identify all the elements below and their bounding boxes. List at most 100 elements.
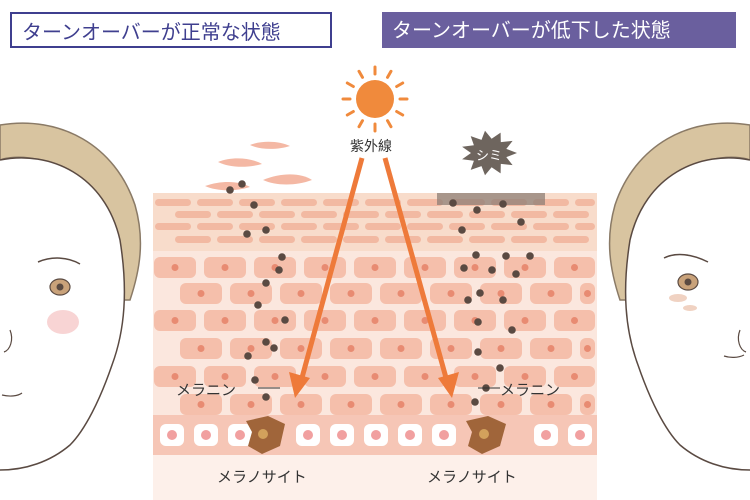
right-face-brow [663, 253, 709, 263]
melanocyte-left [246, 416, 285, 454]
title-normal-turnover: ターンオーバーが正常な状態 [10, 12, 332, 48]
basal-nucleus [541, 430, 551, 440]
cell-nucleus [571, 264, 578, 271]
left-face-brow [37, 257, 81, 265]
melanin-particle [458, 226, 466, 234]
basal-nucleus [235, 430, 245, 440]
cell-nucleus [247, 401, 255, 408]
corneum-cell [553, 211, 589, 218]
cell-nucleus [471, 264, 479, 271]
cell-nucleus [347, 345, 355, 352]
melanin-particle [270, 344, 278, 352]
corneum-cell [217, 211, 253, 218]
corneum-cell [407, 199, 443, 206]
corneum-cell [259, 211, 295, 218]
melanin-particle [474, 318, 482, 326]
cell-nucleus [547, 345, 555, 352]
cell-nucleus [471, 373, 479, 380]
corneum-cell [575, 223, 595, 230]
epidermis-cells [154, 257, 595, 415]
cell-nucleus [397, 401, 405, 408]
corneum-cell [217, 236, 253, 243]
cell-nucleus [497, 345, 505, 352]
sun-ray [345, 81, 355, 88]
sun-ray [386, 69, 393, 79]
cell-nucleus [571, 317, 578, 324]
cell-nucleus [221, 373, 229, 380]
corneum-cell [197, 223, 233, 230]
corneum-cell [449, 223, 485, 230]
cell-nucleus [271, 373, 279, 380]
corneum-cell [511, 211, 547, 218]
right-face-spot-2 [683, 305, 697, 311]
right-face [608, 122, 750, 471]
cell-nucleus [397, 290, 405, 297]
spot-starburst-icon [462, 130, 517, 176]
melanin-particle [502, 252, 510, 260]
left-face-nose [3, 329, 13, 353]
melanin-particle [449, 199, 457, 207]
melanin-particle [251, 376, 259, 384]
melanin-particle [281, 316, 289, 324]
corneum-cell [385, 236, 421, 243]
melanin-particle [275, 266, 283, 274]
cell-nucleus [197, 345, 205, 352]
basal-nucleus [201, 430, 211, 440]
cell-nucleus [171, 373, 179, 380]
label-uv: 紫外線 [350, 139, 392, 155]
cell-nucleus [197, 401, 205, 408]
cell-nucleus [221, 317, 229, 324]
melanin-particle [517, 218, 525, 226]
right-face-nose [737, 329, 747, 353]
corneum-cell [343, 236, 379, 243]
melanin-particle [474, 348, 482, 356]
melanin-particle [262, 338, 270, 346]
skin-section [153, 193, 597, 500]
cell-nucleus [271, 317, 279, 324]
cell-nucleus [447, 290, 455, 297]
dermis [153, 455, 597, 500]
left-face [0, 122, 142, 471]
corneum-cell [469, 236, 505, 243]
sun-ray [395, 81, 405, 88]
label-spot: シミ [476, 149, 503, 164]
cell-nucleus [347, 401, 355, 408]
cell-nucleus [371, 373, 379, 380]
corneum-cell [575, 199, 595, 206]
melanin-particle [512, 270, 520, 278]
melanin-particle [476, 289, 484, 297]
cell-nucleus [584, 401, 591, 408]
spot-band [437, 193, 545, 205]
corneum-cell [175, 236, 211, 243]
title-reduced-turnover: ターンオーバーが低下した状態 [382, 12, 736, 48]
cell-nucleus [584, 345, 591, 352]
melanin-particle [250, 201, 258, 209]
corneum-cell [175, 211, 211, 218]
cell-nucleus [521, 373, 529, 380]
sun-icon [341, 65, 409, 133]
cell-nucleus [421, 317, 429, 324]
melanin-particle [499, 200, 507, 208]
sun-ray [357, 119, 364, 129]
corneum-cell [427, 211, 463, 218]
label-melanocyte-left: メラノサイト [217, 468, 307, 486]
corneum-cell [155, 199, 191, 206]
basal-nucleus [575, 430, 585, 440]
corneum-cell [197, 199, 233, 206]
melanin-particle [226, 186, 234, 194]
melanin-particle [508, 326, 516, 334]
melanin-particle [499, 296, 507, 304]
cell-nucleus [247, 290, 255, 297]
corneum-cell [239, 199, 275, 206]
corneum-cell [511, 236, 547, 243]
corneum-cell [343, 211, 379, 218]
cell-nucleus [421, 373, 429, 380]
corneum-cell [281, 199, 317, 206]
cell-nucleus [297, 290, 305, 297]
melanin-particle [243, 230, 251, 238]
cell-nucleus [321, 373, 329, 380]
basal-nucleus [167, 430, 177, 440]
basal-nucleus [303, 430, 313, 440]
melanin-particle [262, 279, 270, 287]
